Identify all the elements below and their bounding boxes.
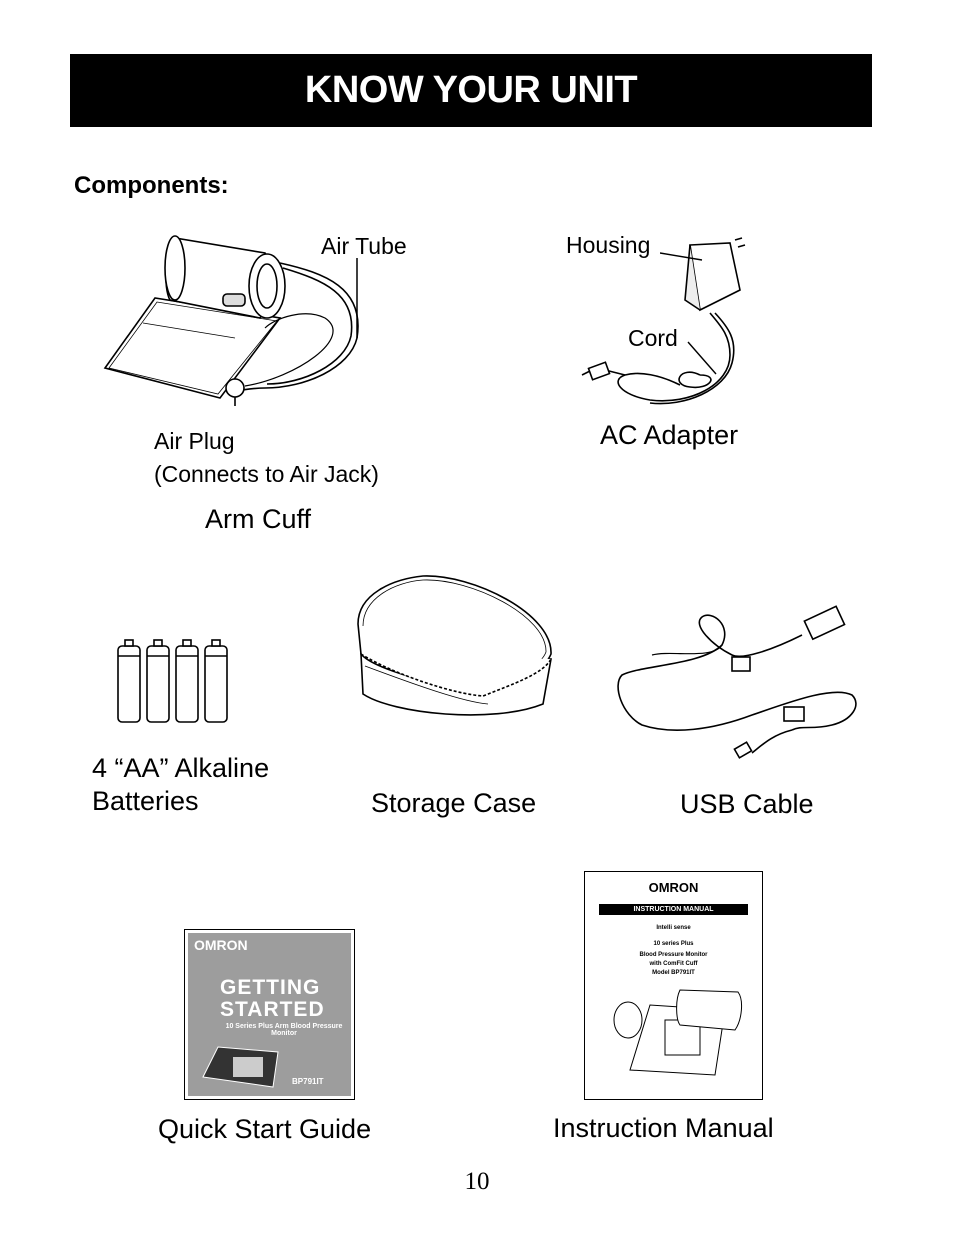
cord-leader-line [687, 341, 717, 375]
omron-logo: OMRON [648, 880, 699, 895]
monitor-and-cuff-image [613, 989, 743, 1076]
batteries-caption-line1: 4 “AA” Alkaline [92, 753, 270, 783]
batteries-caption-line2: Batteries [92, 786, 199, 816]
housing-label: Housing [566, 232, 651, 258]
storage-case-caption: Storage Case [371, 788, 537, 818]
quick-start-cover-background: OMRON GETTING STARTED 10 Series Plus Arm… [188, 933, 351, 1096]
page-number: 10 [464, 1168, 490, 1195]
intellisense-brand: Intelli sense [656, 925, 691, 931]
quick-start-cover-model: BP791IT [292, 1077, 324, 1086]
usb-cable-illustration [617, 605, 857, 759]
storage-case-illustration [357, 575, 552, 716]
housing-leader-line [660, 252, 703, 261]
quick-start-cover-line2: STARTED [220, 998, 325, 1021]
ac-adapter-illustration [581, 237, 746, 405]
batteries-illustration [117, 639, 228, 723]
page-title: KNOW YOUR UNIT [304, 69, 638, 111]
page-title-bar: KNOW YOUR UNIT [70, 54, 872, 127]
quick-start-guide-cover: OMRON GETTING STARTED 10 Series Plus Arm… [184, 929, 355, 1100]
quick-start-cover-line1: GETTING [220, 976, 321, 999]
air-plug-note: (Connects to Air Jack) [154, 461, 379, 487]
cord-label: Cord [628, 325, 678, 351]
monitor-device-image [202, 1046, 279, 1088]
omron-logo: OMRON [194, 937, 248, 953]
instruction-manual-series: 10 series Plus [653, 941, 694, 947]
arm-cuff-illustration [103, 235, 359, 406]
air-tube-leader-line [356, 258, 358, 338]
usb-cable-caption: USB Cable [680, 789, 814, 819]
instruction-manual-model: Model BP791IT [652, 970, 695, 976]
air-plug-label: Air Plug [154, 428, 235, 454]
section-heading: Components: [74, 172, 229, 199]
arm-cuff-caption: Arm Cuff [205, 504, 312, 534]
air-tube-label: Air Tube [321, 233, 407, 259]
quick-start-guide-caption: Quick Start Guide [158, 1114, 372, 1144]
instruction-manual-cuff: with ComFit Cuff [649, 961, 698, 967]
instruction-manual-cover: OMRON INSTRUCTION MANUAL Intelli sense 1… [584, 871, 763, 1100]
instruction-manual-product: Blood Pressure Monitor [639, 952, 708, 958]
quick-start-cover-subtitle: 10 Series Plus Arm Blood Pressure Monito… [225, 1023, 343, 1037]
ac-adapter-caption: AC Adapter [600, 420, 739, 450]
instruction-manual-cover-bar: INSTRUCTION MANUAL [599, 904, 748, 915]
instruction-manual-caption: Instruction Manual [553, 1113, 774, 1143]
